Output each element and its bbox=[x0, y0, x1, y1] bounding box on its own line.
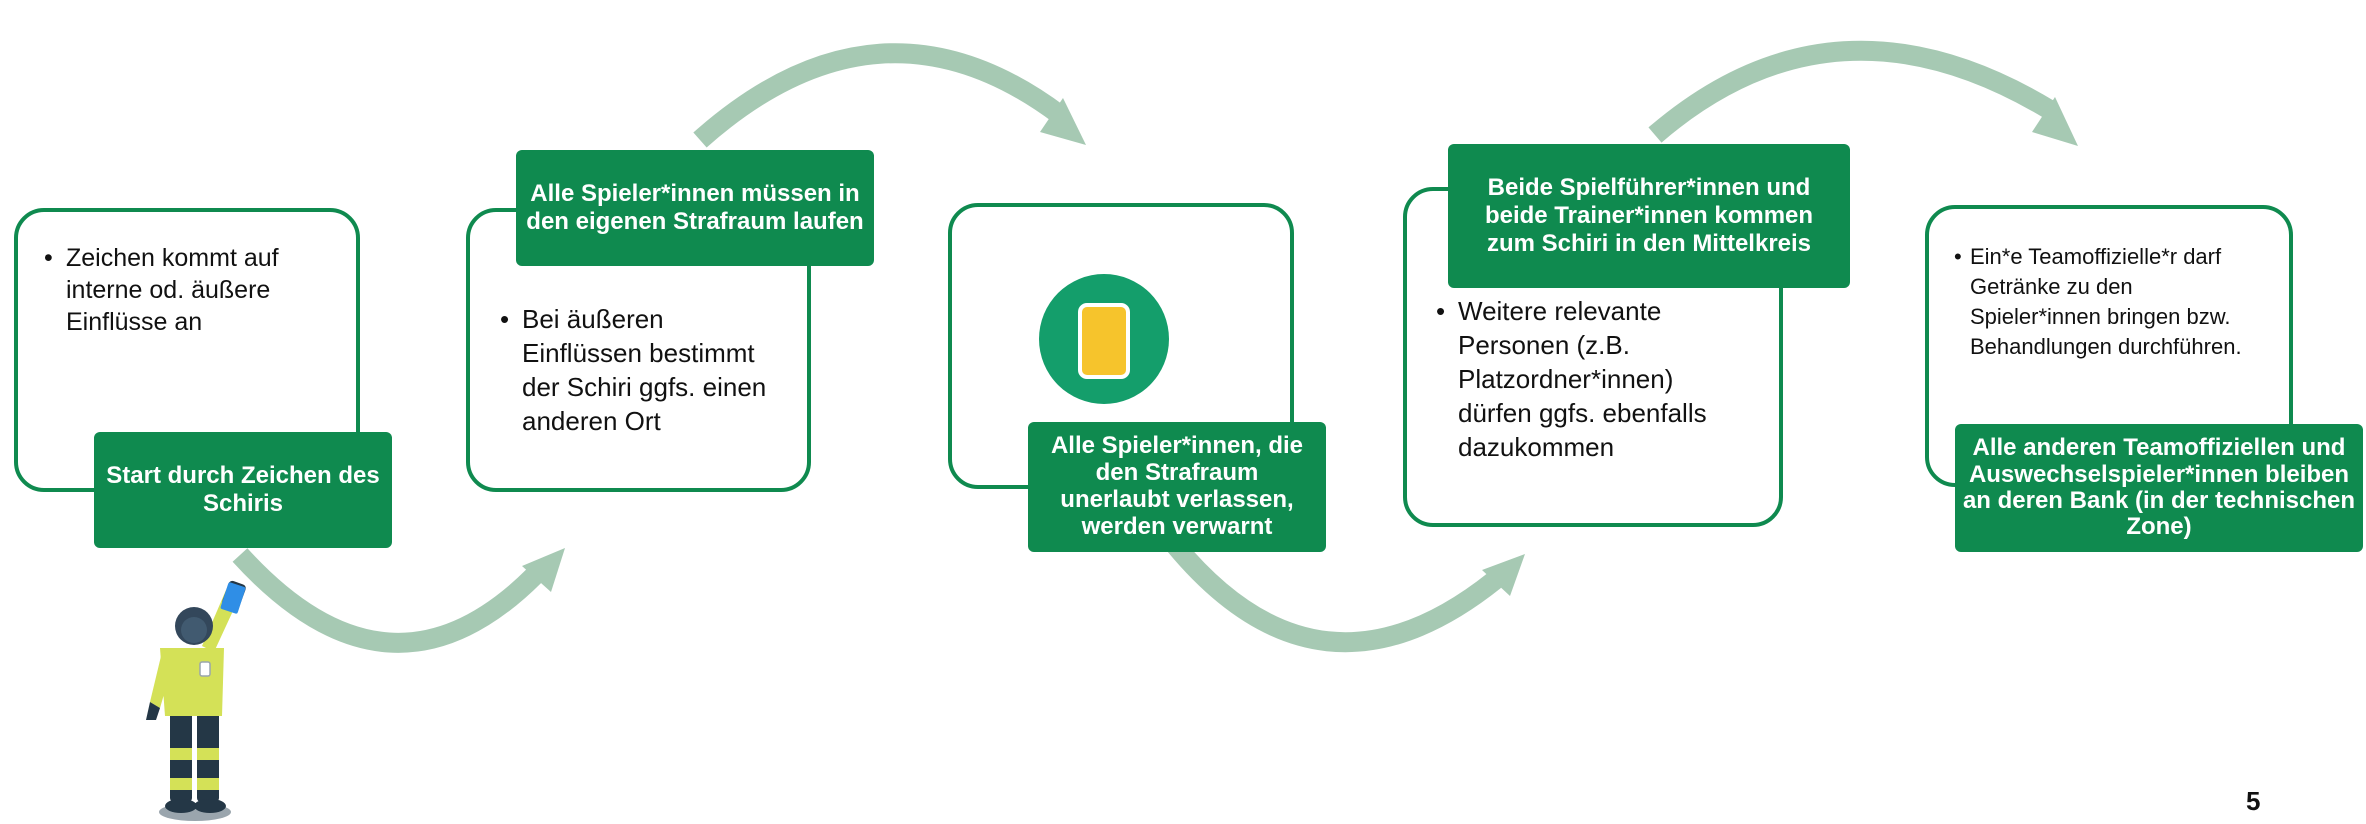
step-2-bullet-text: Bei äußeren Einflüssen bestimmt der Schi… bbox=[500, 302, 790, 438]
step-3-label: Alle Spieler*innen, die den Strafraum un… bbox=[1028, 422, 1326, 552]
arrowhead-1 bbox=[522, 548, 565, 592]
arrowhead-2 bbox=[1040, 98, 1086, 145]
step-1-bullet-text: Zeichen kommt auf interne od. äußere Ein… bbox=[44, 242, 340, 338]
arrow-3-to-4 bbox=[1167, 538, 1502, 653]
step-4-bullet-text: Weitere relevante Personen (z.B. Platzor… bbox=[1436, 294, 1736, 464]
arrow-4-to-5 bbox=[1648, 40, 2056, 143]
step-4-label: Beide Spielführer*innen und beide Traine… bbox=[1448, 144, 1850, 288]
arrow-2-to-3 bbox=[693, 43, 1066, 148]
yellow-card-icon bbox=[1039, 274, 1169, 404]
step-4-bullet: Weitere relevante Personen (z.B. Platzor… bbox=[1436, 294, 1736, 464]
step-1-label: Start durch Zeichen des Schiris bbox=[94, 432, 392, 548]
step-5-bullet: Ein*e Teamoffizielle*r darf Getränke zu … bbox=[1954, 242, 2250, 362]
arrow-1-to-2 bbox=[232, 548, 543, 653]
step-1-bullet: Zeichen kommt auf interne od. äußere Ein… bbox=[44, 242, 340, 338]
arrowhead-4 bbox=[2032, 97, 2078, 146]
step-5-bullet-text: Ein*e Teamoffizielle*r darf Getränke zu … bbox=[1954, 242, 2250, 362]
step-2-label: Alle Spieler*innen müssen in den eigenen… bbox=[516, 150, 874, 266]
yellow-card bbox=[1078, 303, 1130, 379]
step-5-label: Alle anderen Teamoffiziellen und Auswech… bbox=[1955, 424, 2363, 552]
arrowhead-3 bbox=[1482, 554, 1525, 596]
page-number: 5 bbox=[2246, 786, 2261, 816]
step-2-bullet: Bei äußeren Einflüssen bestimmt der Schi… bbox=[500, 302, 790, 438]
